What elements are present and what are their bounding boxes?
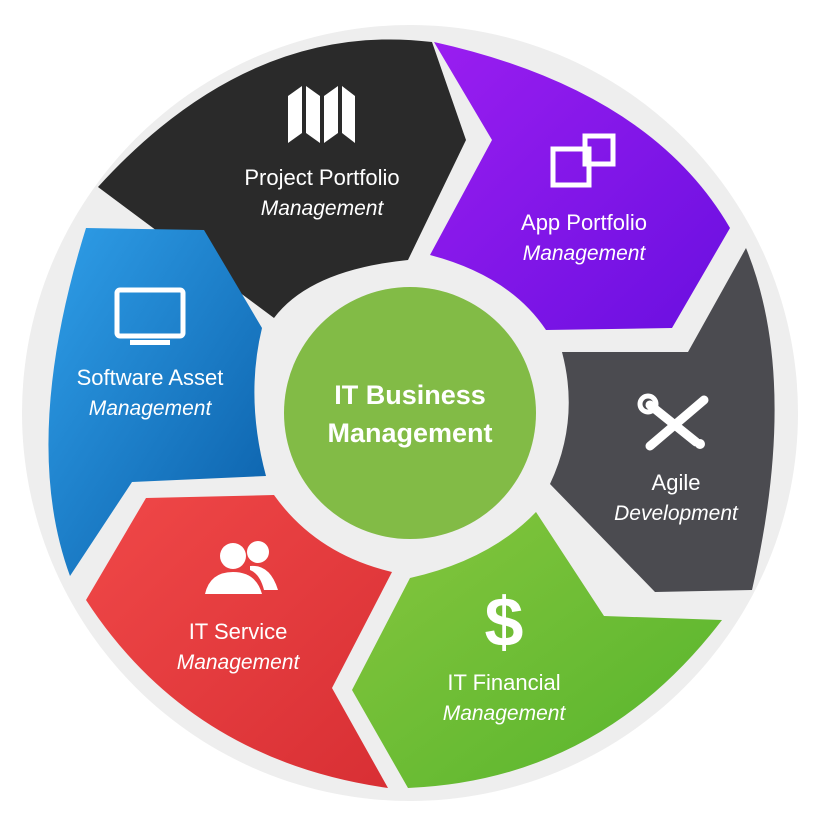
users-icon (205, 541, 278, 594)
windows-icon (550, 133, 616, 188)
segment-it-financial[interactable]: $ IT Financial Management (352, 512, 722, 788)
segment-agile-development[interactable]: Agile Development (550, 248, 775, 592)
segment-software-asset[interactable]: Software Asset Management (48, 228, 267, 576)
center-title-line2: Management (327, 418, 492, 448)
segment-subtitle: Management (177, 651, 301, 674)
segment-shape (86, 495, 392, 788)
segment-subtitle: Management (523, 242, 647, 265)
segment-title: App Portfolio (521, 210, 647, 235)
center-title-line1: IT Business (334, 380, 486, 410)
dollar-icon: $ (485, 583, 524, 661)
segment-app-portfolio[interactable]: App Portfolio Management (430, 42, 730, 330)
segment-subtitle: Management (261, 197, 385, 220)
segment-subtitle: Development (614, 502, 739, 525)
segment-shape (352, 512, 722, 788)
center-hub[interactable]: IT Business Management (268, 271, 552, 555)
map-icon (288, 86, 355, 143)
segment-shape (48, 228, 267, 576)
segment-title: Software Asset (77, 365, 224, 390)
monitor-icon (114, 287, 186, 345)
segment-title: Agile (652, 470, 701, 495)
segment-title: Project Portfolio (244, 165, 399, 190)
center-circle (284, 287, 536, 539)
segment-title: IT Financial (447, 670, 560, 695)
segment-project-portfolio[interactable]: Project Portfolio Management (98, 39, 466, 318)
segment-it-service[interactable]: IT Service Management (86, 495, 392, 788)
segment-subtitle: Management (443, 702, 567, 725)
segment-subtitle: Management (89, 397, 213, 420)
segment-title: IT Service (189, 619, 288, 644)
tools-icon (637, 393, 709, 451)
